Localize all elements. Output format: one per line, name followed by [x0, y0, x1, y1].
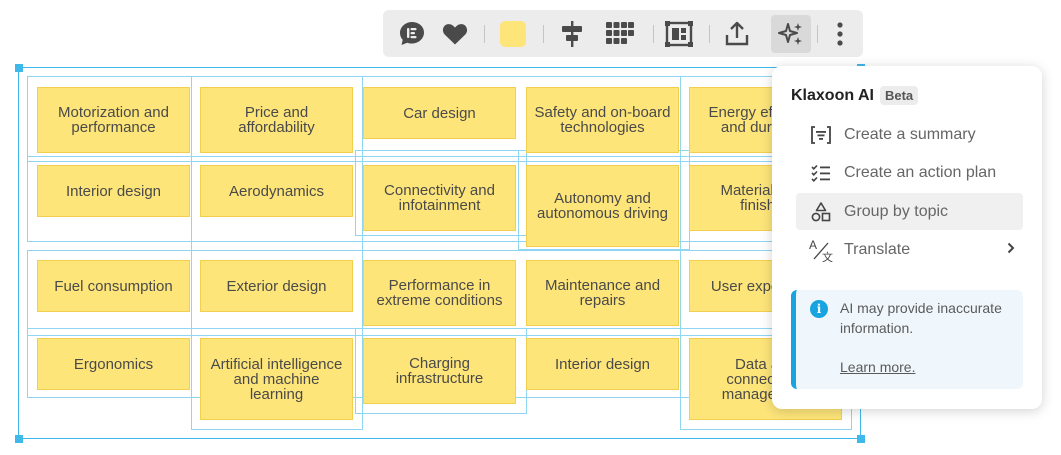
- group-outline: [191, 76, 363, 430]
- toolbar-separator: [543, 25, 544, 43]
- color-swatch: [500, 21, 526, 47]
- sticky-note[interactable]: Exterior design: [200, 260, 353, 312]
- group-by-topic-item[interactable]: Group by topic: [796, 193, 1023, 230]
- learn-more-link[interactable]: Learn more.: [840, 359, 916, 375]
- selection-toolbar: [383, 10, 863, 57]
- kebab-icon: [837, 22, 843, 46]
- shapes-icon: [809, 201, 833, 222]
- create-action-plan-item[interactable]: Create an action plan: [796, 154, 1023, 191]
- svg-text:文: 文: [822, 250, 833, 262]
- resize-handle[interactable]: [15, 435, 23, 443]
- sticky-note[interactable]: Charging infrastructure: [363, 338, 516, 404]
- sticky-note[interactable]: Safety and on-board technologies: [526, 87, 679, 153]
- ai-disclaimer: i AI may provide inaccurate information.…: [791, 290, 1023, 389]
- frame-icon: [665, 21, 693, 47]
- export-button[interactable]: [717, 15, 757, 53]
- sticky-note[interactable]: Interior design: [37, 165, 190, 217]
- chevron-right-icon: [1007, 241, 1015, 259]
- beta-badge: Beta: [879, 86, 919, 105]
- sticky-note[interactable]: Ergonomics: [37, 338, 190, 390]
- frame-button[interactable]: [659, 15, 699, 53]
- heart-icon: [442, 24, 468, 45]
- sticky-note[interactable]: Car design: [363, 87, 516, 139]
- align-button[interactable]: [552, 15, 592, 53]
- create-summary-item[interactable]: Create a summary: [796, 116, 1023, 153]
- summary-icon: [809, 125, 833, 144]
- translate-icon: A 文: [809, 238, 833, 262]
- info-icon: i: [810, 300, 828, 318]
- toolbar-separator: [709, 25, 710, 43]
- checklist-icon: [809, 164, 833, 182]
- ai-disclaimer-text: AI may provide inaccurate information.: [840, 300, 1002, 336]
- svg-text:A: A: [809, 238, 817, 252]
- upload-icon: [725, 21, 749, 46]
- ai-item-label: Translate: [844, 240, 911, 258]
- sticky-note[interactable]: Artificial intelligence and machine lear…: [200, 338, 353, 420]
- sticky-note[interactable]: Aerodynamics: [200, 165, 353, 217]
- sticky-note[interactable]: Interior design: [526, 338, 679, 390]
- ai-button[interactable]: [771, 15, 811, 53]
- sparkles-icon: [778, 23, 802, 45]
- sticky-note[interactable]: Connectivity and infotainment: [363, 165, 516, 231]
- toolbar-separator: [653, 25, 654, 43]
- ai-panel-title: Klaxoon AI: [791, 86, 874, 104]
- sticky-note[interactable]: Maintenance and repairs: [526, 260, 679, 326]
- resize-handle[interactable]: [857, 435, 865, 443]
- sticky-note[interactable]: Fuel consumption: [37, 260, 190, 312]
- ai-panel: Klaxoon AI Beta Create a summary Create …: [772, 66, 1042, 409]
- align-icon: [562, 21, 582, 47]
- ai-panel-header: Klaxoon AI Beta: [791, 86, 919, 105]
- toolbar-separator: [484, 25, 485, 43]
- sticky-note[interactable]: Motorization and performance: [37, 87, 190, 153]
- color-button[interactable]: [493, 15, 533, 53]
- comment-button[interactable]: [392, 15, 432, 53]
- ai-item-label: Create an action plan: [844, 163, 997, 181]
- translate-item[interactable]: A 文 Translate: [796, 231, 1023, 268]
- grid-button[interactable]: [600, 15, 640, 53]
- ai-item-label: Group by topic: [844, 202, 949, 220]
- sticky-note[interactable]: Price and affordability: [200, 87, 353, 153]
- sticky-note[interactable]: Autonomy and autonomous driving: [526, 165, 679, 247]
- grid-icon: [606, 22, 634, 44]
- resize-handle[interactable]: [15, 64, 23, 72]
- toolbar-separator: [817, 25, 818, 43]
- vote-button[interactable]: [435, 15, 475, 53]
- ai-item-label: Create a summary: [844, 125, 976, 143]
- sticky-note[interactable]: Performance in extreme conditions: [363, 260, 516, 326]
- more-button[interactable]: [820, 15, 860, 53]
- comment-icon: [400, 22, 424, 45]
